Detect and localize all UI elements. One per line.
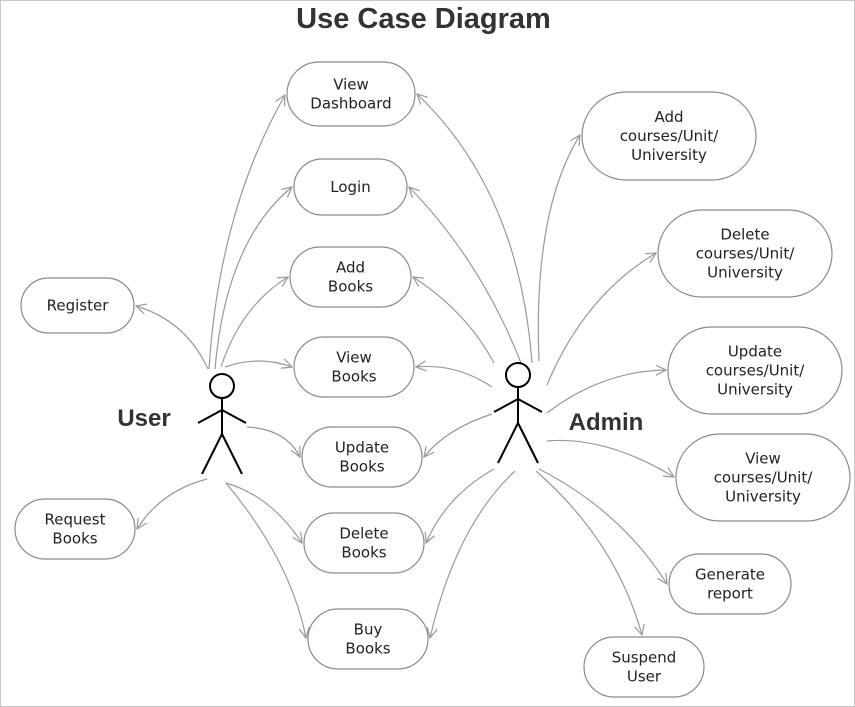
use-case-label: Update <box>728 343 782 361</box>
actor-user: User <box>117 373 247 475</box>
stick-figure-icon <box>197 373 247 475</box>
association-admin-view-courses <box>546 439 674 477</box>
use-case-label: Login <box>330 178 370 196</box>
association-admin-update-courses <box>546 370 666 414</box>
association-admin-generate-report <box>538 468 667 584</box>
association-user-add-books <box>220 277 288 368</box>
diagram-title: Use Case Diagram <box>296 3 551 35</box>
use-case-label: View <box>745 450 781 468</box>
actor-admin: Admin <box>493 362 644 464</box>
use-case-label: Generate <box>695 566 765 584</box>
use-case-label: Books <box>339 458 384 476</box>
association-user-request-books <box>137 478 208 529</box>
association-user-delete-books <box>225 482 302 543</box>
use-case-shape <box>289 246 412 308</box>
use-case-label: University <box>631 146 707 164</box>
use-case-label: courses/Unit/ <box>696 245 796 263</box>
use-case-shape <box>675 433 851 522</box>
use-case-label: University <box>707 264 783 282</box>
use-case-label: courses/Unit/ <box>620 127 720 145</box>
use-case-label: User <box>627 668 662 686</box>
use-case-label: courses/Unit/ <box>706 362 806 380</box>
use-case-shape <box>293 336 415 398</box>
use-case-label: University <box>717 381 793 399</box>
association-admin-delete-courses <box>546 253 656 386</box>
use-case-shape <box>307 608 429 670</box>
association-admin-delete-books <box>426 468 495 543</box>
use-case-label: report <box>707 585 753 603</box>
association-admin-login <box>409 187 522 364</box>
use-case-register: Register <box>20 277 135 334</box>
association-user-buy-books <box>225 482 306 638</box>
use-case-label: Books <box>345 640 390 658</box>
use-case-label: Books <box>341 544 386 562</box>
association-admin-view-books <box>416 366 493 388</box>
actor-user-label: User <box>117 405 170 432</box>
use-case-label: Delete <box>339 525 388 543</box>
use-case-shape <box>668 553 792 615</box>
use-case-shape <box>301 426 423 488</box>
use-case-shape <box>667 326 843 415</box>
use-case-label: University <box>725 488 801 506</box>
association-admin-suspend-user <box>535 470 642 635</box>
use-case-shape <box>20 277 135 334</box>
association-admin-add-books <box>413 277 495 364</box>
association-user-update-books <box>246 426 300 457</box>
use-case-label: Suspend <box>612 649 677 667</box>
use-case-label: Books <box>52 530 97 548</box>
association-admin-view-dashboard <box>417 94 533 364</box>
use-case-shape <box>286 61 416 127</box>
use-case-label: Buy <box>354 621 383 639</box>
association-admin-add-courses <box>537 135 580 362</box>
use-case-label: Add <box>336 259 365 277</box>
actor-admin-label: Admin <box>569 409 644 436</box>
use-case-label: View <box>336 349 372 367</box>
association-user-login <box>214 187 292 370</box>
use-case-label: Books <box>331 368 376 386</box>
use-case-shape <box>303 512 425 574</box>
use-case-label: Add <box>654 108 683 126</box>
use-case-shape <box>581 91 757 181</box>
use-case-shape <box>14 498 136 560</box>
stick-figure-icon <box>493 362 543 464</box>
use-case-label: Delete <box>720 226 769 244</box>
association-user-view-dashboard <box>208 95 285 370</box>
use-case-label: Register <box>47 297 110 315</box>
association-admin-buy-books <box>430 470 516 638</box>
association-admin-update-books <box>424 413 493 457</box>
use-case-label: Books <box>328 278 373 296</box>
use-case-label: Update <box>335 439 389 457</box>
association-user-view-books <box>224 361 292 367</box>
use-case-label: Dashboard <box>310 95 391 113</box>
use-case-login: Login <box>293 158 408 216</box>
use-case-shape <box>657 209 833 298</box>
actors: User Admin <box>117 362 644 475</box>
use-case-label: courses/Unit/ <box>714 469 814 487</box>
use-case-shape <box>583 636 705 698</box>
use-case-label: View <box>333 76 369 94</box>
association-lines <box>136 94 674 638</box>
association-user-register <box>136 306 209 370</box>
use-case-shape <box>293 158 408 216</box>
use-cases: ViewDashboardLoginAddBooksViewBooksUpdat… <box>14 61 851 698</box>
use-case-label: Request <box>45 511 106 529</box>
